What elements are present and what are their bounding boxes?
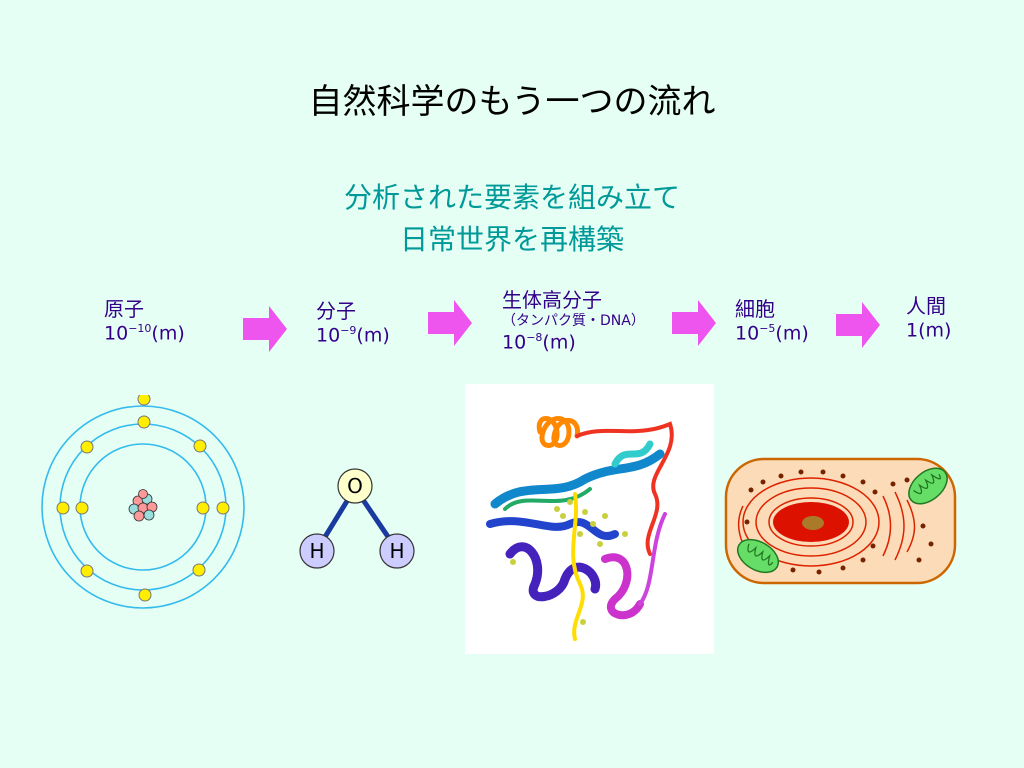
- cell-diagram: [724, 457, 957, 585]
- water-molecule-diagram: O H H: [299, 468, 415, 569]
- mitochondrion: [736, 538, 780, 574]
- stage-name: 分子: [316, 299, 356, 323]
- hydrogen-atom-label: H: [389, 539, 404, 563]
- mitochondrion: [908, 467, 948, 505]
- stage-human-label: 人間 1(m): [906, 294, 951, 343]
- stage-name: 人間: [906, 294, 946, 318]
- stage-note: （タンパク質・DNA）: [502, 313, 645, 329]
- stage-name: 細胞: [735, 297, 775, 321]
- stage-biopolymer-label: 生体高分子 （タンパク質・DNA） 10−8(m): [502, 288, 645, 355]
- subtitle-line-1: 分析された要素を組み立て: [343, 181, 680, 214]
- arrow-right-icon: [836, 302, 880, 348]
- arrow-right-icon: [243, 306, 287, 352]
- protein-structure-image: [465, 384, 714, 654]
- stage-cell-label: 細胞 10−5(m): [735, 297, 809, 346]
- stage-scale: 10−10(m): [104, 322, 185, 345]
- stage-scale: 1(m): [906, 319, 952, 342]
- stage-scale: 10−5(m): [735, 322, 809, 345]
- stage-scale: 10−9(m): [316, 324, 390, 347]
- arrow-right-icon: [672, 300, 716, 346]
- subtitle-line-2: 日常世界を再構築: [399, 223, 624, 256]
- hydrogen-atom-label: H: [309, 539, 324, 563]
- stage-name: 原子: [104, 297, 144, 321]
- stage-molecule-label: 分子 10−9(m): [316, 299, 390, 348]
- arrow-right-icon: [428, 300, 472, 346]
- stage-atom-label: 原子 10−10(m): [104, 297, 185, 346]
- stage-name: 生体高分子: [502, 288, 602, 312]
- oxygen-atom-label: O: [347, 474, 363, 498]
- slide-title: 自然科学のもう一つの流れ: [308, 82, 716, 122]
- stage-scale: 10−8(m): [502, 330, 576, 353]
- atom-diagram: [41, 395, 245, 609]
- nucleus: [128, 489, 158, 522]
